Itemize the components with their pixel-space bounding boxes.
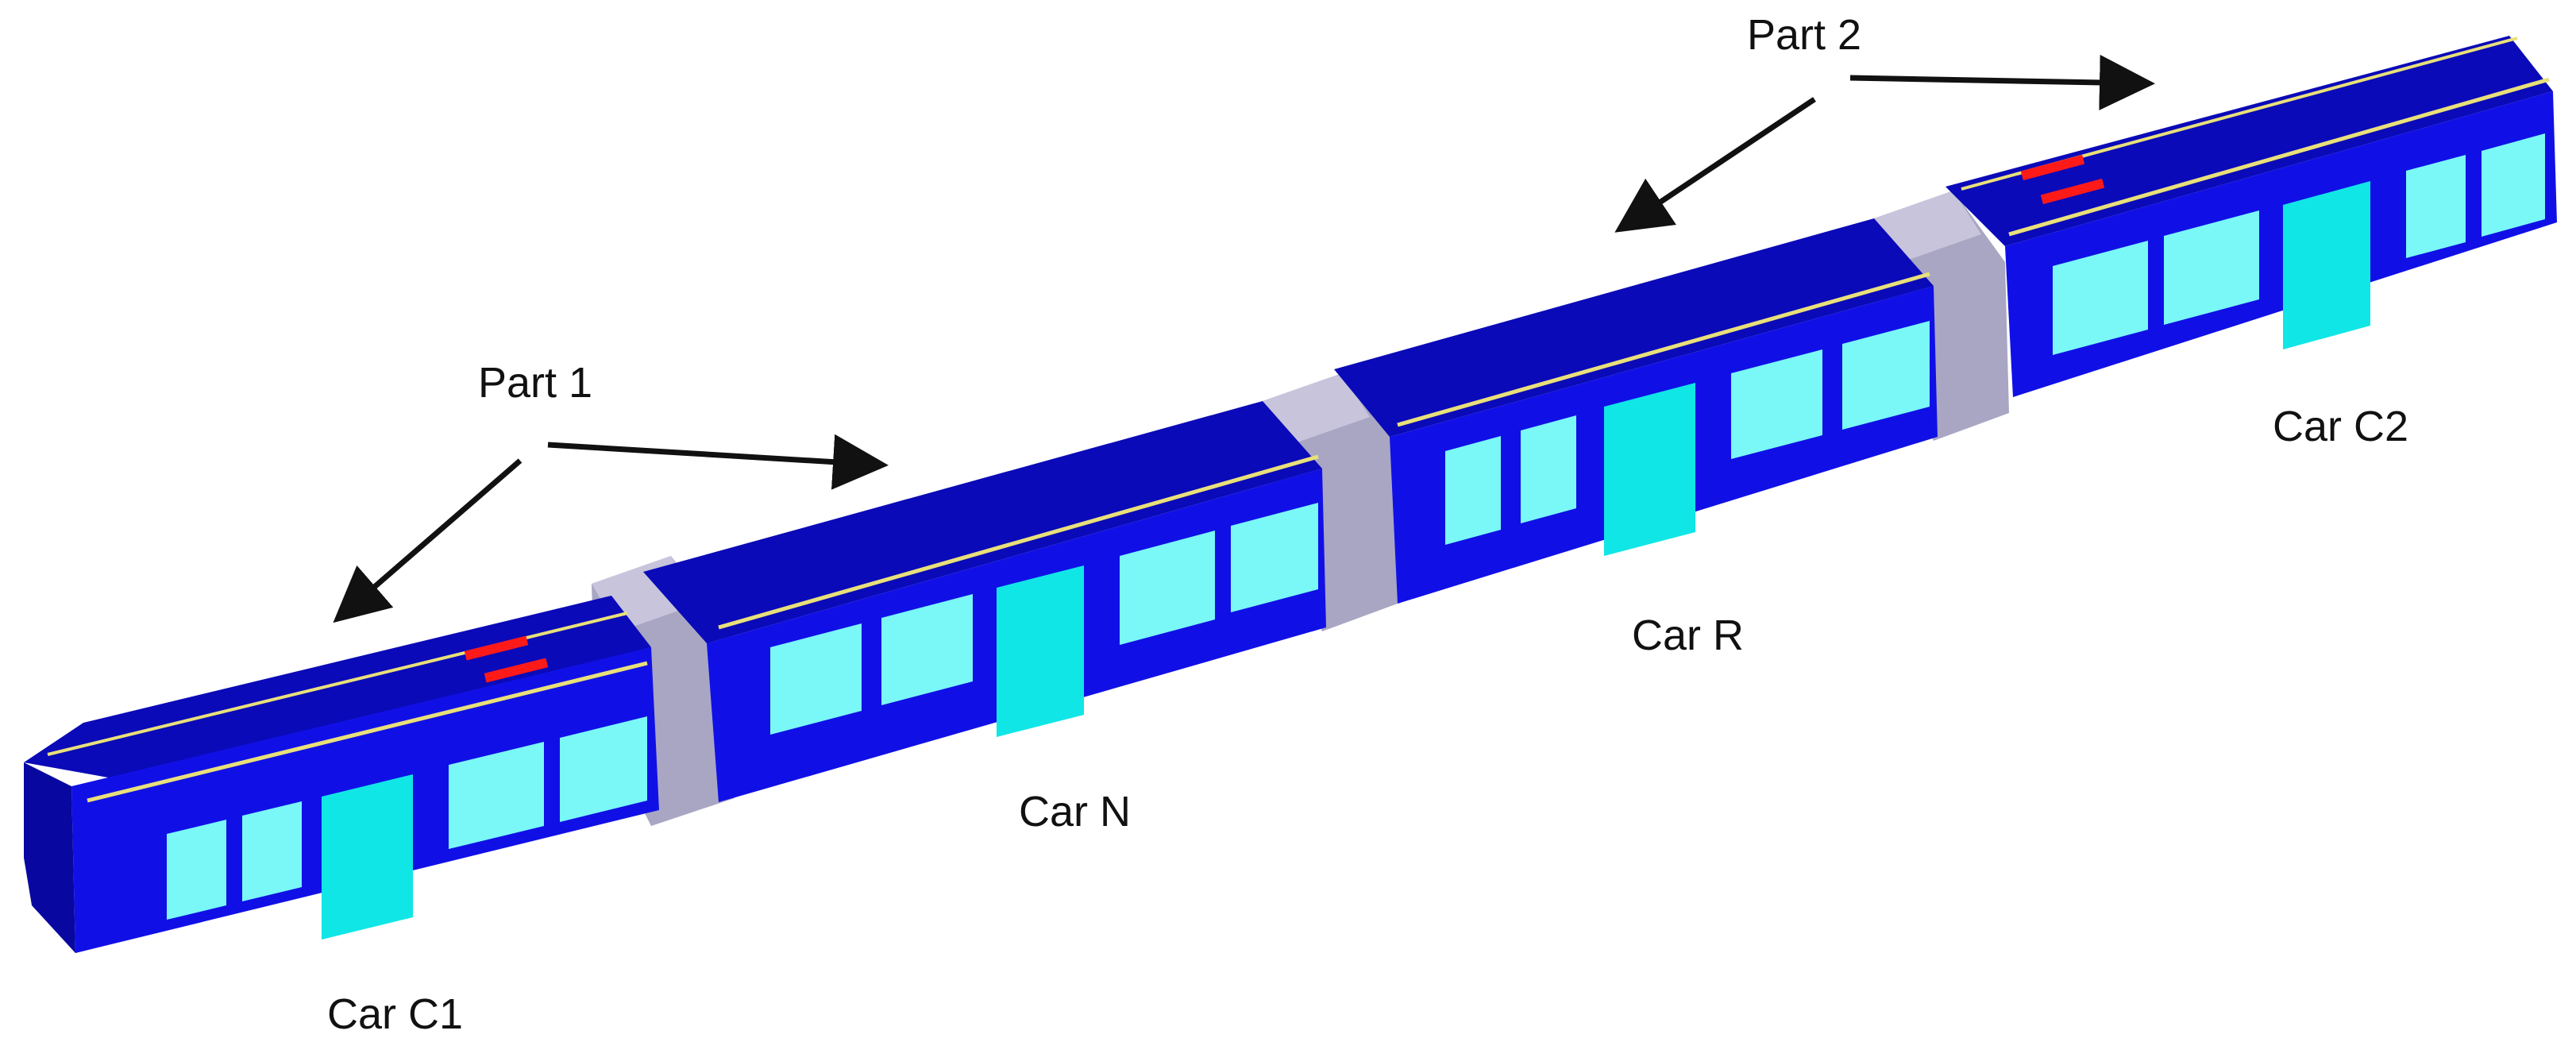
car-c1-marker-2 xyxy=(484,658,549,683)
car-c1-door xyxy=(322,774,413,940)
car-n-window-2 xyxy=(881,594,973,705)
car-n xyxy=(643,401,1326,802)
part2-arrow-left xyxy=(1614,97,1816,233)
part2-arrow-right xyxy=(1849,54,2155,110)
car-r xyxy=(1334,218,1938,604)
label-part-1: Part 1 xyxy=(478,359,592,407)
car-c2-roof xyxy=(1945,36,2553,246)
car-c1-roof xyxy=(24,596,651,782)
car-n-window-1 xyxy=(770,623,862,735)
label-car-c2: Car C2 xyxy=(2273,403,2408,450)
car-c1-stripe xyxy=(87,661,648,803)
car-c1-window-2 xyxy=(242,801,302,901)
car-c2-window-2 xyxy=(2164,210,2259,325)
car-c1-window-3 xyxy=(449,742,544,849)
car-r-window-3 xyxy=(1731,349,1822,459)
car-c2-door xyxy=(2283,181,2370,349)
car-c1-window-1 xyxy=(167,820,226,920)
car-n-window-4 xyxy=(1231,503,1318,612)
car-c2-marker-2 xyxy=(2040,178,2105,205)
car-c1-window-4 xyxy=(560,716,647,822)
car-c2-marker-1 xyxy=(2020,154,2085,181)
car-n-roof xyxy=(643,401,1322,643)
car-r-door xyxy=(1604,383,1695,556)
part1-arrow-left xyxy=(333,458,523,623)
part2-arrows xyxy=(1614,54,2155,233)
car-r-window-4 xyxy=(1842,321,1930,430)
part1-arrow-right xyxy=(547,434,889,490)
car-c2-window-3 xyxy=(2406,155,2466,258)
car-c2-stripe xyxy=(2008,77,2550,237)
label-car-c1: Car C1 xyxy=(327,990,463,1038)
label-car-r: Car R xyxy=(1632,612,1744,659)
car-r-window-1 xyxy=(1445,436,1501,545)
car-r-roof xyxy=(1334,218,1934,437)
car-r-stripe xyxy=(1397,272,1930,427)
car-c1-nose xyxy=(24,762,75,953)
car-c1 xyxy=(24,596,659,953)
car-n-stripe xyxy=(718,454,1319,630)
car-c1-marker-1 xyxy=(464,635,529,661)
label-part-2: Part 2 xyxy=(1747,11,1861,59)
car-n-window-3 xyxy=(1120,531,1215,645)
car-c2 xyxy=(1945,36,2557,397)
car-n-door xyxy=(997,565,1084,737)
car-c2-window-1 xyxy=(2053,241,2148,355)
car-c2-window-4 xyxy=(2482,133,2545,237)
label-car-n: Car N xyxy=(1019,788,1131,836)
part1-arrows xyxy=(333,434,889,623)
car-r-window-2 xyxy=(1521,415,1576,523)
